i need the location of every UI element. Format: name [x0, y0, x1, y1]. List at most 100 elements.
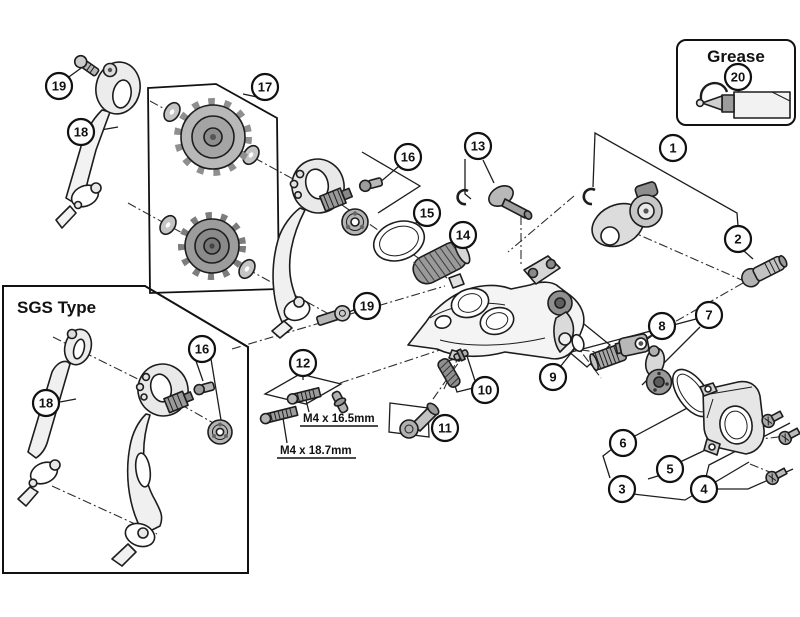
callout-circle	[288, 348, 318, 378]
callout-circle	[463, 131, 493, 161]
callout-number: 8	[658, 319, 665, 334]
callout-circle	[352, 291, 382, 321]
callout-number: 18	[74, 125, 88, 140]
mount-bolt-lower	[259, 405, 299, 425]
callout-number: 16	[401, 150, 415, 165]
stroke-adjust-bolt	[399, 402, 440, 439]
callout-circle	[393, 142, 423, 172]
callout-number: 6	[619, 436, 626, 451]
callout-number: 14	[456, 228, 471, 243]
cable-anchor	[456, 185, 533, 220]
bolt-size-label-upper: M4 x 16.5mm	[303, 413, 375, 425]
callout-16: 16	[393, 142, 423, 172]
callout-circle	[694, 300, 724, 330]
callout-number: 19	[360, 299, 374, 314]
callout-number: 5	[666, 462, 673, 477]
callout-4: 4	[689, 474, 719, 504]
callout-circle	[448, 220, 478, 250]
callout-number: 7	[705, 308, 712, 323]
b-link-pin	[331, 390, 349, 414]
mount-bolt-upper	[286, 386, 322, 405]
grease-tube	[695, 81, 791, 119]
callout-number: 16	[195, 342, 209, 357]
plate-bolt-lower	[316, 304, 351, 326]
callout-circle	[470, 375, 500, 405]
inner-plate	[55, 61, 141, 229]
callout-circle	[187, 334, 217, 364]
pulley-set	[159, 98, 260, 280]
pulley-set-box	[147, 83, 280, 294]
callout-circle	[607, 474, 637, 504]
callout-circle	[689, 474, 719, 504]
callout-number: 4	[700, 482, 708, 497]
callout-20: 20	[723, 62, 753, 92]
callout-circle	[412, 198, 442, 228]
seal-ring	[372, 220, 426, 262]
cover-screw-1	[761, 410, 784, 429]
callout-15: 15	[412, 198, 442, 228]
callout-number: 18	[39, 396, 53, 411]
o-ring	[571, 333, 585, 353]
callout-7: 7	[694, 300, 724, 330]
tension-pulley	[178, 212, 246, 280]
callout-circle	[723, 62, 753, 92]
outer-plate	[271, 158, 354, 339]
derailleur-body	[407, 255, 585, 362]
cam-plate	[644, 345, 673, 396]
cable-guide-block	[614, 333, 650, 357]
body-link	[523, 255, 561, 285]
callout-number: 1	[669, 141, 676, 156]
callout-10: 10	[470, 375, 500, 405]
callout-17: 17	[250, 72, 280, 102]
cover-screw-2	[778, 427, 800, 446]
sgs-inner-plate	[17, 328, 93, 507]
callout-3: 3	[607, 474, 637, 504]
callout-number: 20	[731, 70, 745, 85]
callout-2: 2	[723, 224, 753, 254]
bracket-axle-unit	[591, 181, 663, 248]
callout-6: 6	[608, 428, 638, 458]
callout-circle	[647, 311, 677, 341]
callout-19: 19	[44, 71, 74, 101]
callout-16: 16	[187, 334, 217, 364]
callout-number: 15	[420, 206, 434, 221]
callout-number: 13	[471, 139, 485, 154]
grease-box	[676, 39, 796, 126]
callout-18: 18	[31, 388, 61, 418]
pulley-bolt	[358, 177, 384, 193]
callout-circle	[658, 133, 688, 163]
callout-number: 17	[258, 80, 272, 95]
sgs-type-label: SGS Type	[17, 298, 96, 317]
callout-number: 11	[438, 421, 452, 436]
callout-number: 12	[296, 356, 310, 371]
grease-label: Grease	[707, 47, 765, 66]
callout-circle	[66, 117, 96, 147]
callout-circle	[430, 413, 460, 443]
sgs-pulley-bolt	[193, 381, 216, 396]
b-tension-pin	[453, 348, 469, 362]
cover-plate	[699, 380, 765, 456]
callout-number: 3	[618, 482, 625, 497]
callout-number: 2	[734, 232, 741, 247]
callout-number: 19	[52, 79, 66, 94]
plate-washer	[341, 208, 369, 236]
callout-14: 14	[448, 220, 478, 250]
bracket-bolt	[741, 255, 788, 288]
sgs-plate-washer	[207, 419, 233, 445]
callout-circle	[608, 428, 638, 458]
callout-11: 11	[430, 413, 460, 443]
sgs-type-box	[2, 285, 249, 574]
b-tension-spring	[437, 358, 461, 388]
callout-18: 18	[66, 117, 96, 147]
callout-circle	[655, 454, 685, 484]
callout-5: 5	[655, 454, 685, 484]
callout-circle	[44, 71, 74, 101]
callout-13: 13	[463, 131, 493, 161]
callout-circle	[250, 72, 280, 102]
dimension-underlines	[277, 425, 378, 459]
callout-number: 10	[478, 383, 492, 398]
callout-19: 19	[352, 291, 382, 321]
